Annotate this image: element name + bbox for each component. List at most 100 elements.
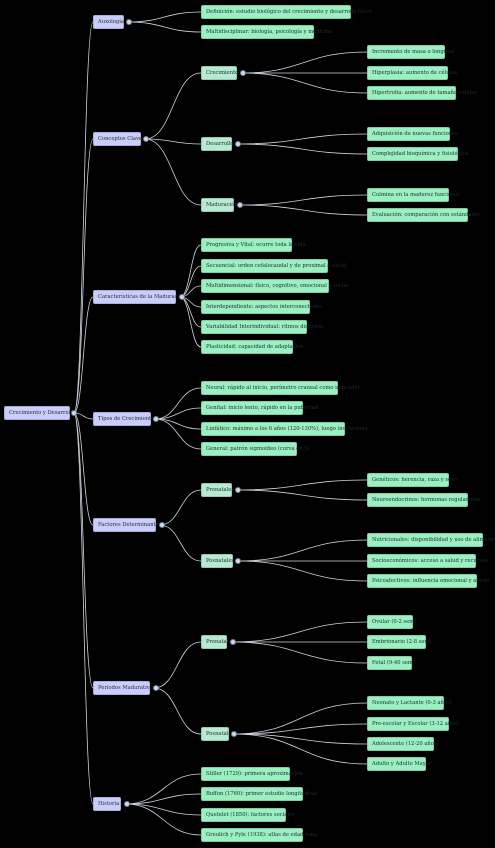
connector-edge	[236, 539, 368, 562]
connector-edge	[144, 72, 202, 140]
branch-historia[interactable]: Historia	[93, 797, 121, 811]
sub-node-crecimiento[interactable]: Crecimiento	[201, 66, 238, 80]
sub-node-prenatal[interactable]: Prenatal	[201, 635, 228, 649]
leaf-node[interactable]: Multidisciplinar: biología, psicología y…	[201, 25, 332, 39]
branch-conceptos-clave[interactable]: Conceptos Clave	[93, 132, 142, 146]
connector-edge	[154, 418, 202, 450]
collapse-toggle-caracteristicas[interactable]	[179, 294, 185, 300]
leaf-node[interactable]: Progresiva y Vital: ocurre toda la vida	[201, 238, 306, 252]
connector-edge	[153, 687, 202, 735]
connector-edge	[73, 138, 94, 414]
leaf-node[interactable]: Adolescente (12-20 años)	[367, 737, 439, 751]
connector-edge	[153, 641, 202, 689]
sub-node-posnatal[interactable]: Posnatal	[201, 727, 229, 741]
connector-edge	[237, 194, 368, 206]
branch-caracteristicas-maduracion[interactable]: Características de la Maduración	[93, 290, 186, 304]
connector-edge	[240, 51, 368, 74]
leaf-node[interactable]: Definición: estudio biológico del crecim…	[201, 5, 372, 19]
sub-node-desarrollo[interactable]: Desarrollo	[201, 137, 234, 151]
leaf-node[interactable]: Neonato y Lactante (0-3 años)	[367, 696, 452, 710]
leaf-node[interactable]: Adquisición de nuevas funciones	[367, 127, 458, 141]
leaf-node[interactable]: Evaluación: comparación con estándares	[367, 208, 480, 222]
collapse-toggle-factores[interactable]	[159, 522, 165, 528]
collapse-toggle-historia[interactable]	[124, 801, 130, 807]
connector-edge	[73, 412, 94, 526]
leaf-node[interactable]: Buffon (1760): primer estudio longitudin…	[201, 787, 318, 801]
connector-edge	[179, 244, 202, 298]
collapse-toggle-auxologia[interactable]	[126, 19, 132, 25]
leaf-node[interactable]: Socioeconómicos: acceso a salud y recurs…	[367, 554, 488, 568]
collapse-toggle-root[interactable]	[71, 410, 77, 416]
leaf-node[interactable]: Neural: rápido al inicio, perímetro cran…	[201, 381, 360, 395]
collapse-toggle-maduracion[interactable]	[237, 202, 243, 208]
connector-edge	[235, 479, 368, 491]
connector-edge	[154, 418, 202, 430]
collapse-toggle-desarrollo[interactable]	[235, 141, 241, 147]
sub-node-prenatales[interactable]: Prenatales	[201, 483, 234, 497]
collapse-toggle-crecimiento[interactable]	[240, 70, 246, 76]
connector-edge	[127, 11, 202, 23]
branch-periodos-madurativos[interactable]: Periodos Madurativos	[93, 681, 155, 695]
connector-edge	[73, 21, 94, 414]
leaf-node[interactable]: Embrionario (2-8 sem)	[367, 635, 431, 649]
leaf-node[interactable]: Secuencial: orden cefalocaudal y de prox…	[201, 259, 346, 273]
leaf-node[interactable]: Incremento de masa o longitud	[367, 45, 454, 59]
connector-edge	[235, 489, 368, 501]
connector-edge	[240, 72, 368, 94]
leaf-node[interactable]: Fetal (9-40 sem)	[367, 656, 415, 670]
leaf-node[interactable]: Greulich y Pyle (1938): atlas de edad ós…	[201, 828, 317, 842]
leaf-node[interactable]: Quetelet (1850): factores sociales	[201, 808, 295, 822]
branch-factores-determinantes[interactable]: Factores Determinantes	[93, 518, 161, 532]
leaf-node[interactable]: Linfático: máximo a los 6 años (120-130%…	[201, 422, 368, 436]
collapse-toggle-prenatal[interactable]	[230, 639, 236, 645]
connector-edge	[237, 204, 368, 216]
connector-edge	[232, 733, 368, 745]
leaf-node[interactable]: Pre-escolar y Escolar (3-12 años)	[367, 717, 459, 731]
connector-edge	[154, 387, 202, 420]
connector-edge	[144, 138, 202, 206]
leaf-node[interactable]: Stiller (1729): primera aproximación	[201, 767, 303, 781]
collapse-toggle-conceptos-clave[interactable]	[143, 136, 149, 142]
connector-edge	[124, 793, 202, 805]
leaf-node[interactable]: Variabilidad Interindividual: ritmos dis…	[201, 320, 323, 334]
connector-edge	[236, 560, 368, 582]
leaf-node[interactable]: Genéticos: herencia, raza y sexo	[367, 473, 457, 487]
connector-edge	[232, 702, 368, 735]
connector-edge	[230, 621, 368, 643]
collapse-toggle-posnatal[interactable]	[231, 731, 237, 737]
leaf-node[interactable]: Multidimensional: físico, cognitivo, emo…	[201, 279, 348, 293]
leaf-node[interactable]: Complejidad bioquímica y fisiológica	[367, 147, 469, 161]
leaf-node[interactable]: Nutricionales: disponibilidad y uso de a…	[367, 533, 495, 547]
leaf-node[interactable]: Hipertrofia: aumento de tamaño celular	[367, 86, 477, 100]
connector-edge	[124, 803, 202, 836]
connector-edge	[73, 296, 94, 414]
connector-edge	[230, 641, 368, 664]
leaf-node[interactable]: Plasticidad: capacidad de adaptación	[201, 340, 304, 354]
connector-edge	[154, 407, 202, 420]
connector-edge	[232, 733, 368, 765]
leaf-node[interactable]: Neuroendocrinos: hormonas reguladoras	[367, 493, 480, 507]
connector-edge	[159, 524, 202, 562]
leaf-node[interactable]: Interdependiente: aspectos interconectad…	[201, 300, 322, 314]
connector-edge	[235, 143, 368, 155]
branch-tipos-crecimiento[interactable]: Tipos de Crecimiento	[93, 412, 154, 426]
sub-node-maduracion[interactable]: Maduración	[201, 198, 238, 212]
branch-auxologia[interactable]: Auxología	[93, 15, 124, 29]
leaf-node[interactable]: Culmina en la madurez funcional	[367, 188, 459, 202]
leaf-node[interactable]: Genital: inicio lento, rápido en la pube…	[201, 401, 318, 415]
connector-edge	[124, 803, 202, 816]
sub-node-posnatales[interactable]: Posnatales	[201, 554, 234, 568]
leaf-node[interactable]: Hiperplasia: aumento de células	[367, 66, 457, 80]
connector-edge	[235, 133, 368, 145]
collapse-toggle-prenatales[interactable]	[235, 487, 241, 493]
connector-edge	[159, 489, 202, 526]
leaf-node[interactable]: Psicoafectivos: influencia emocional y a…	[367, 574, 489, 588]
connector-edge	[73, 412, 94, 689]
leaf-node[interactable]: Adulto y Adulto Mayor	[367, 757, 431, 771]
collapse-toggle-posnatales[interactable]	[235, 558, 241, 564]
leaf-node[interactable]: Ovular (0-2 sem)	[367, 615, 416, 629]
collapse-toggle-tipos[interactable]	[153, 416, 159, 422]
root-node[interactable]: Crecimiento y Desarrollo	[4, 406, 75, 420]
leaf-node[interactable]: General: patrón sigmoideo (curva en S)	[201, 442, 310, 456]
collapse-toggle-periodos[interactable]	[153, 685, 159, 691]
